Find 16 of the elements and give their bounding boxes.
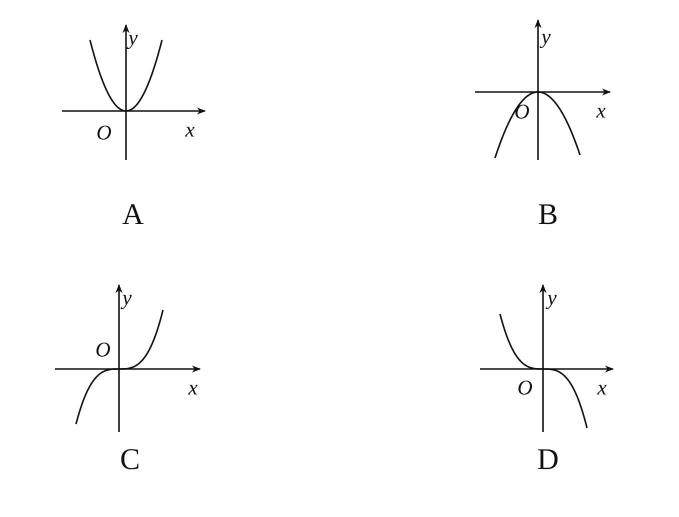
axis-label: y [128,28,138,48]
graph-option-label: D [537,445,559,475]
origin-label: O [96,122,112,144]
origin-label: O [514,102,530,122]
axis-label: x [596,100,606,122]
axis-label: x [185,120,195,140]
axis-label: y [122,288,132,308]
origin-label: O [517,378,533,398]
origin-label: O [95,340,111,360]
axis-label: x [188,378,198,398]
graph-option-label: B [538,200,558,230]
graph-option-label: C [120,445,140,475]
axis-label: y [541,26,551,48]
graph-option-label: A [122,200,144,230]
axis-label: y [547,288,557,308]
axis-label: x [597,378,607,398]
